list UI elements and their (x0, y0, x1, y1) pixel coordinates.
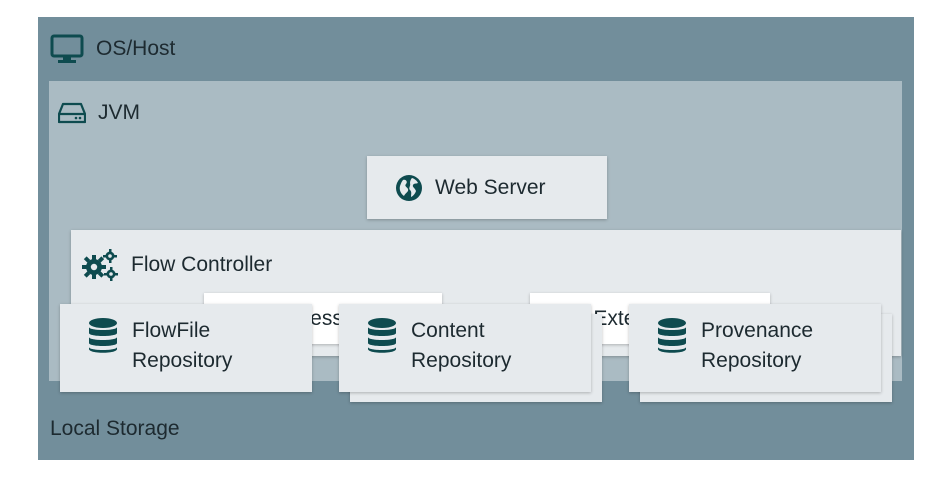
content-repository-line2: Repository (411, 349, 512, 372)
jvm-label: JVM (98, 101, 140, 124)
os-host-container: OS/Host JVM Web Server (38, 17, 914, 460)
local-storage-label: Local Storage (50, 417, 180, 440)
flowfile-repository-line2: Repository (132, 349, 233, 372)
gears-icon (82, 249, 118, 281)
hard-drive-icon (58, 102, 86, 124)
web-server-box: Web Server (367, 156, 607, 219)
os-host-label: OS/Host (96, 37, 176, 60)
provenance-repository-line1: Provenance (701, 319, 814, 342)
flowfile-repository-box: FlowFile Repository (60, 304, 312, 392)
flowfile-repository-line1: FlowFile (132, 319, 211, 342)
database-icon (89, 318, 117, 353)
globe-icon (396, 174, 422, 201)
flow-controller-label: Flow Controller (131, 253, 273, 276)
web-server-label: Web Server (435, 175, 546, 199)
os-host-header: OS/Host (50, 34, 175, 64)
content-repository-line1: Content (411, 319, 485, 342)
provenance-repository-box: Provenance Repository (629, 304, 881, 392)
content-repository-box: Content Repository (339, 304, 591, 392)
flow-controller-header: Flow Controller (81, 248, 272, 282)
provenance-repository-line2: Repository (701, 349, 802, 372)
jvm-header: JVM (58, 101, 140, 125)
database-icon (658, 318, 686, 353)
database-icon (368, 318, 396, 353)
monitor-icon (50, 34, 84, 63)
